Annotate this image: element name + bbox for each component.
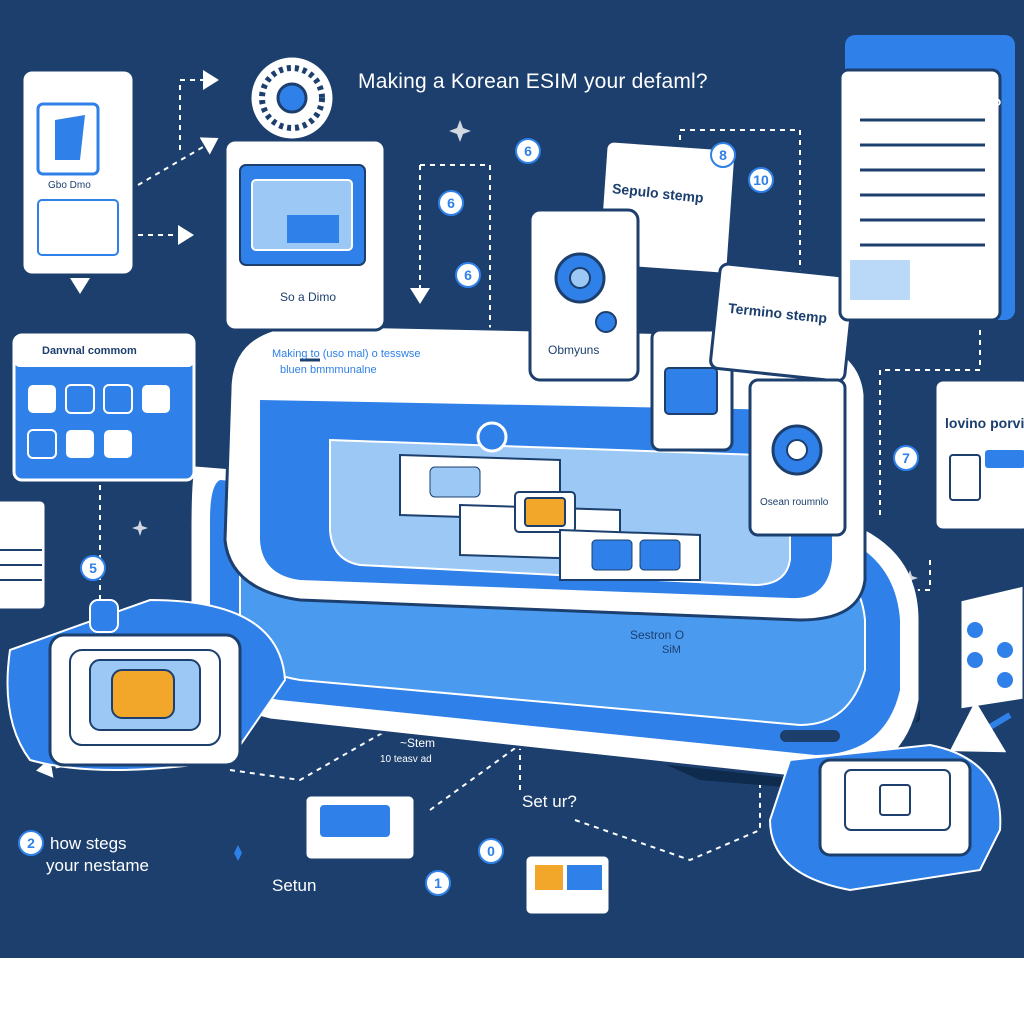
phone-top-line2: bluen bmmmunalne: [280, 364, 377, 376]
left-card-label: Gbo Dmo: [48, 180, 91, 191]
paper-stack-left: [0, 498, 48, 612]
how-steps-line1: how stegs: [50, 834, 127, 853]
card-termino-stemp: [709, 262, 856, 383]
card-screen-setup: [223, 138, 387, 332]
sim-platform-right: [768, 743, 1002, 892]
step-badge: 5: [80, 555, 106, 581]
sim-platform-left: [6, 598, 287, 771]
card-stack-right: [958, 583, 1024, 712]
phone-cards: [399, 421, 701, 581]
card-obmyuns: [528, 208, 640, 382]
small-card-bottom-1: [303, 793, 417, 862]
step-badge: 10: [748, 167, 774, 193]
step-badge: 0: [478, 838, 504, 864]
card-app-icons: [20, 68, 136, 277]
card-osean: [748, 378, 847, 537]
so-a-dimo-label: So a Dimo: [280, 290, 337, 304]
small-card-bottom-2: [523, 853, 612, 917]
page-title: Making a Korean ESIM your defaml?: [358, 70, 708, 93]
sim-label: SiM: [662, 644, 681, 656]
step-badge: 6: [438, 190, 464, 216]
card-lovino-porvic: [933, 378, 1024, 532]
step-badge: 2: [18, 830, 44, 856]
card-default-common: [12, 333, 196, 482]
sparkles: [132, 120, 918, 861]
lovino-porvic-label: lovino porvic: [945, 415, 1024, 431]
stem-label: ~Stem: [400, 736, 436, 750]
how-steps-line2: your nestame: [46, 856, 149, 875]
step-badge: 6: [455, 262, 481, 288]
default-common-label: Danvnal commom: [42, 345, 137, 357]
step-badge: 8: [710, 142, 736, 168]
obmyuns-label: Obmyuns: [548, 343, 600, 357]
sestra-label: Sestron O: [630, 628, 685, 642]
step-badge: 6: [515, 138, 541, 164]
osean-label: Osean roumnlo: [760, 497, 829, 508]
phone-top-line1: Making to (uso mal) o tesswse: [272, 348, 421, 360]
setun-label: Setun: [272, 876, 317, 895]
step-badge: 7: [893, 445, 919, 471]
setup-label-mid: Set ur?: [522, 792, 577, 811]
illustration-canvas: Making a Korean ESIM your defaml? Set up…: [0, 0, 1024, 958]
setup-label-top: Set up?: [936, 96, 1002, 117]
document-panel: [838, 35, 1015, 322]
arrow-right-bottom: [949, 700, 1012, 753]
teasv-label: 10 teasv ad: [380, 754, 432, 765]
esim-setup-diagram: [0, 35, 1024, 917]
step-badge: 1: [425, 870, 451, 896]
